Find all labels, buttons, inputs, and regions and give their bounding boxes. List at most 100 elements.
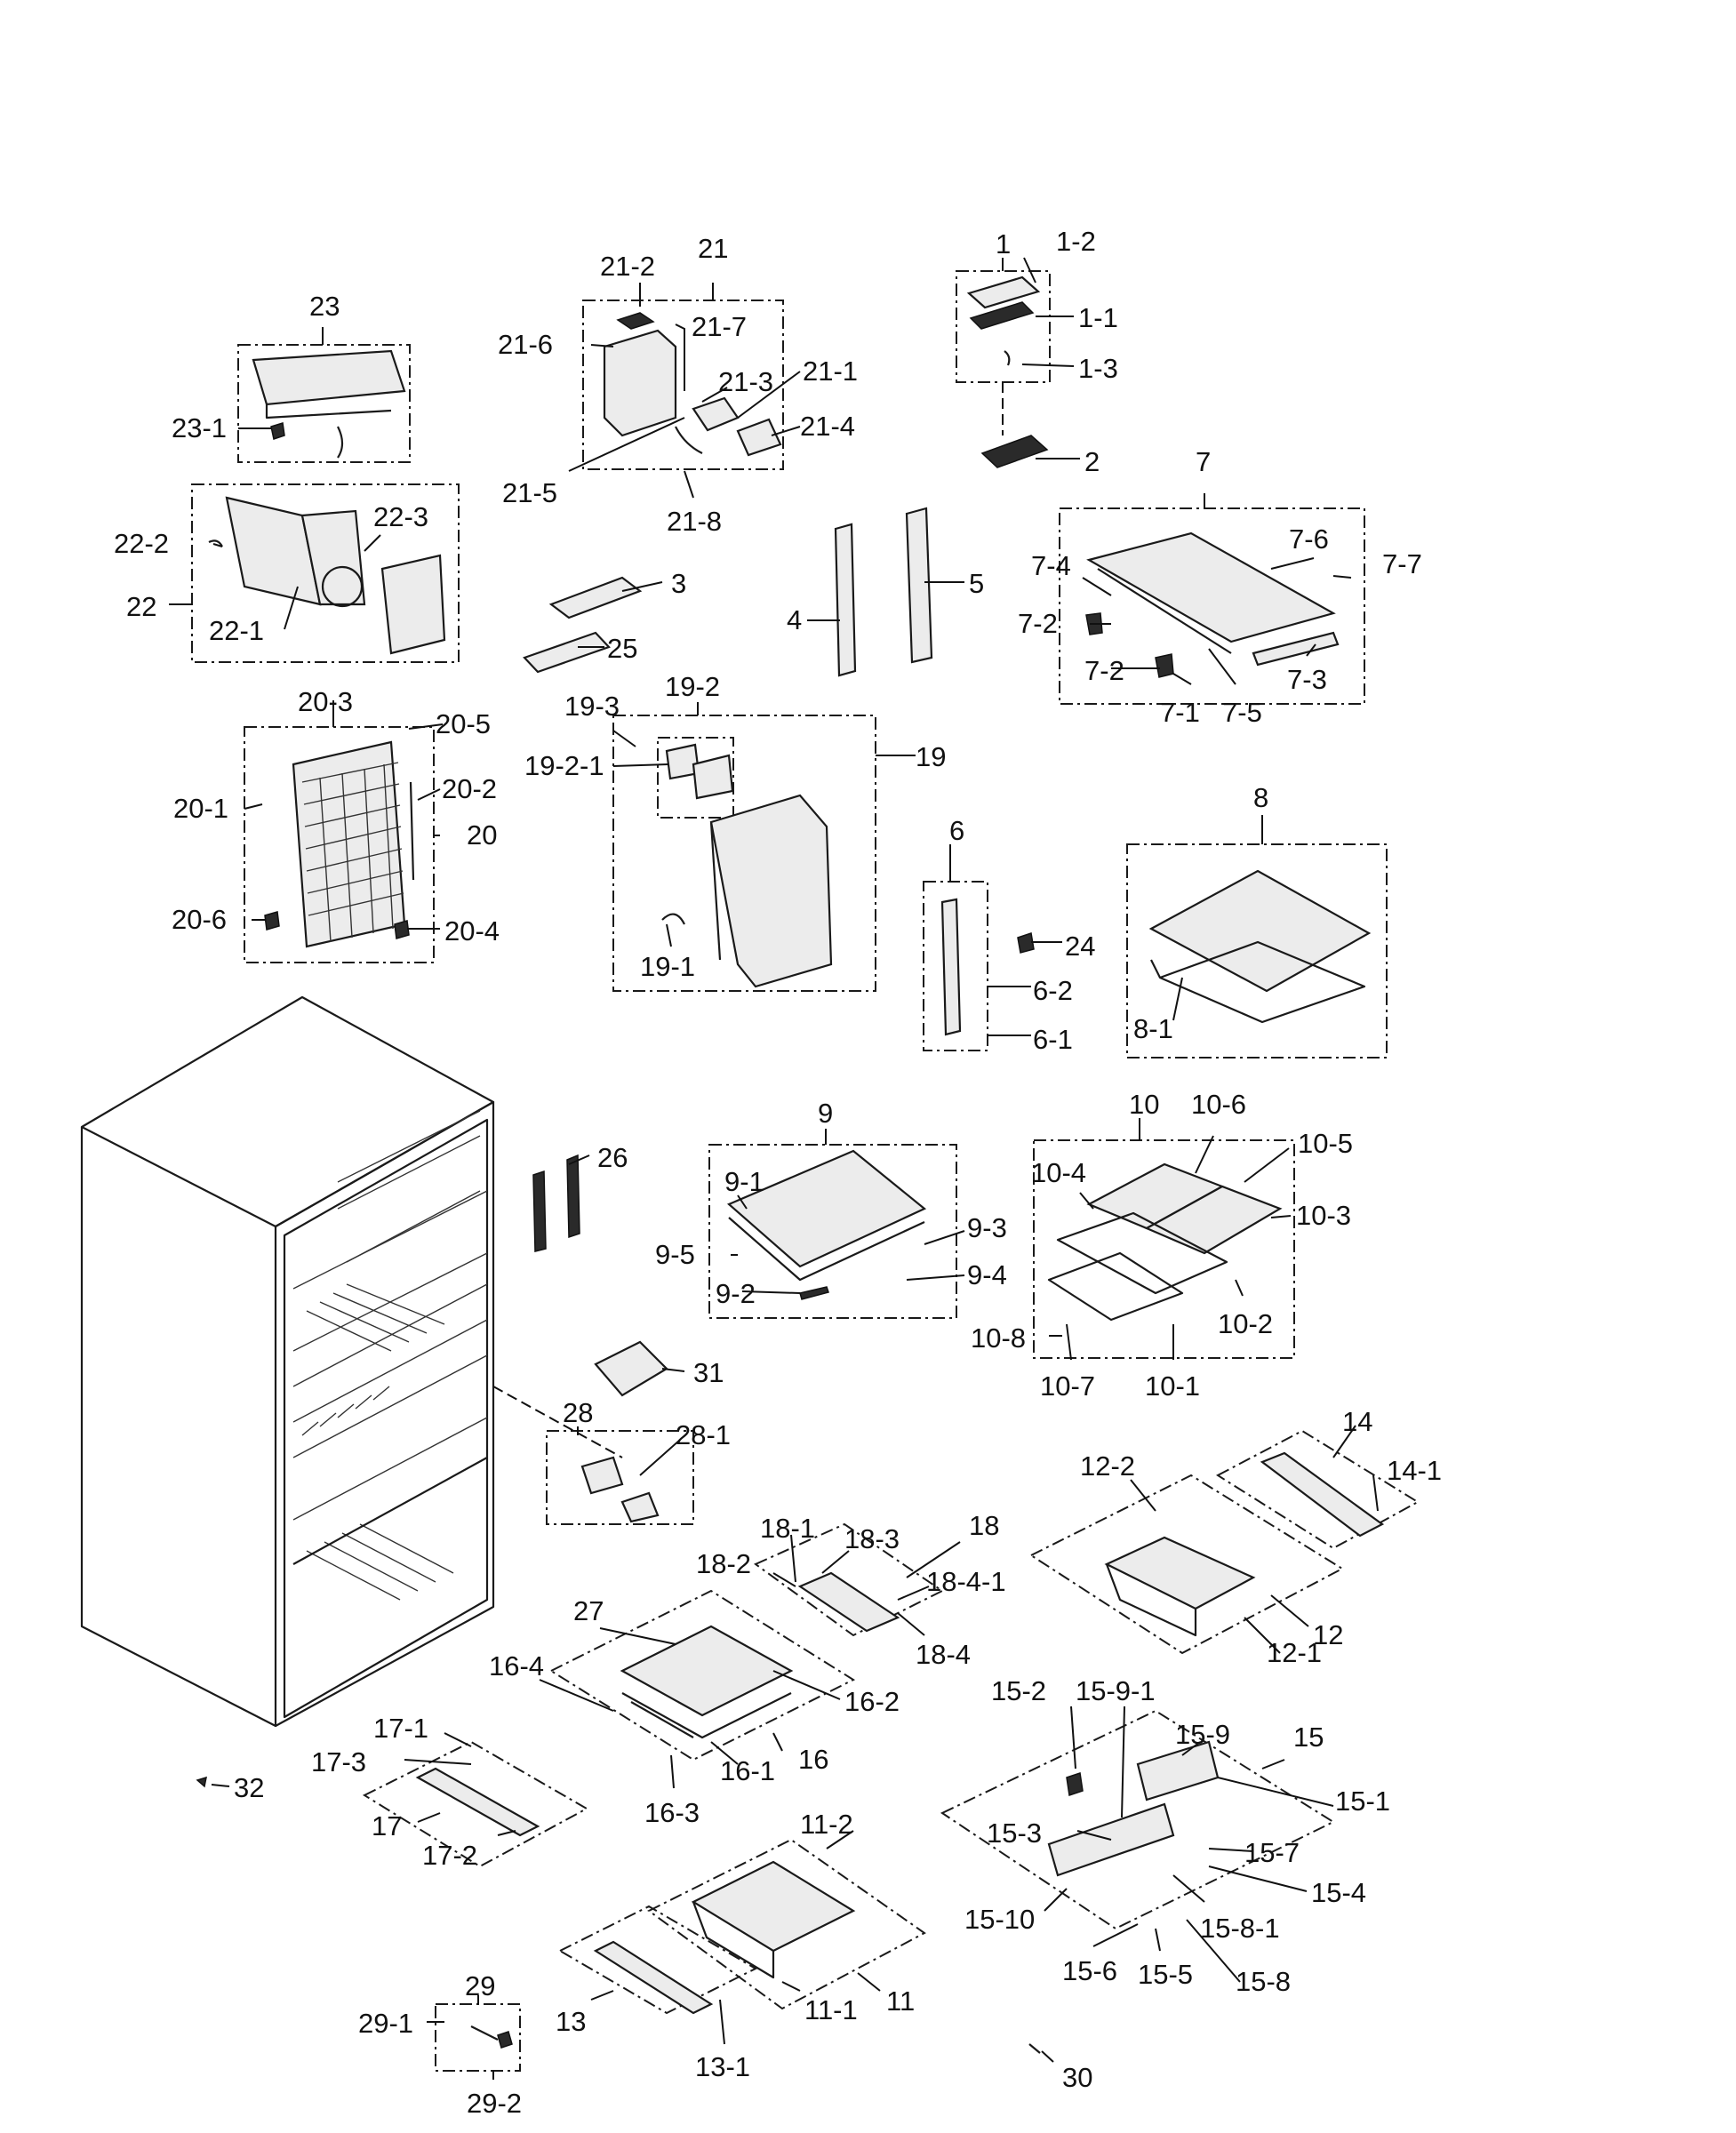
part-label-18-1: 18-1: [760, 1513, 815, 1544]
part-label-22-1: 22-1: [209, 615, 264, 646]
part-label-24: 24: [1065, 931, 1095, 962]
part-label-23-1: 23-1: [172, 412, 227, 443]
part-label-7: 7: [1196, 446, 1211, 477]
part-label-18-4: 18-4: [916, 1639, 971, 1670]
part-label-31: 31: [693, 1357, 724, 1388]
part-label-18-3: 18-3: [844, 1523, 900, 1554]
part-label-11: 11: [886, 1985, 915, 2017]
part-label-10-2: 10-2: [1218, 1308, 1273, 1339]
part-label-10-5: 10-5: [1298, 1128, 1353, 1159]
part-label-10-6: 10-6: [1191, 1089, 1246, 1120]
part-label-8-1: 8-1: [1133, 1013, 1173, 1044]
part-label-6-2: 6-2: [1033, 975, 1073, 1006]
part-label-21-1: 21-1: [803, 356, 858, 387]
part-label-7-2b: 7-2: [1084, 655, 1124, 686]
part-label-21-2: 21-2: [600, 251, 655, 282]
part-label-10-7: 10-7: [1040, 1370, 1095, 1402]
part-label-10: 10: [1129, 1089, 1159, 1120]
part-label-9-4: 9-4: [967, 1259, 1007, 1290]
part-label-19-2-1: 19-2-1: [524, 750, 604, 781]
part-label-26: 26: [597, 1142, 628, 1173]
part-label-19-3: 19-3: [564, 691, 620, 722]
part-label-20-4: 20-4: [444, 915, 500, 947]
part-label-15-6: 15-6: [1062, 1955, 1117, 1986]
part-label-15-8: 15-8: [1236, 1966, 1291, 1997]
part-label-10-8: 10-8: [971, 1322, 1026, 1354]
part-label-7-4: 7-4: [1031, 550, 1071, 581]
part-label-6: 6: [949, 815, 964, 846]
part-label-28-1: 28-1: [676, 1419, 731, 1450]
part-label-19-2: 19-2: [665, 671, 720, 702]
part-label-1-2: 1-2: [1056, 226, 1096, 257]
part-label-16-4: 16-4: [489, 1650, 544, 1682]
part-label-20: 20: [467, 819, 497, 851]
part-label-29-2: 29-2: [467, 2088, 522, 2119]
part-label-30: 30: [1062, 2062, 1092, 2093]
part-label-22-2: 22-2: [114, 528, 169, 559]
part-label-4: 4: [787, 604, 802, 635]
part-label-21-7: 21-7: [692, 311, 747, 342]
leader-lines: [169, 257, 1379, 2080]
part-label-7-3: 7-3: [1287, 664, 1327, 695]
part-label-13: 13: [556, 2006, 586, 2037]
part-label-17: 17: [372, 1810, 402, 1841]
part-label-20-1: 20-1: [173, 793, 228, 824]
part-label-15-4: 15-4: [1311, 1877, 1366, 1908]
part-label-29: 29: [465, 1970, 495, 2001]
part-label-20-6: 20-6: [172, 904, 227, 935]
part-label-14: 14: [1342, 1406, 1372, 1437]
part-label-15-3: 15-3: [987, 1817, 1042, 1849]
part-label-25: 25: [607, 633, 637, 664]
part-label-17-3: 17-3: [311, 1746, 366, 1778]
part-label-21-4: 21-4: [800, 411, 855, 442]
part-label-1-1: 1-1: [1078, 302, 1118, 333]
part-label-9-3: 9-3: [967, 1212, 1007, 1243]
part-label-17-1: 17-1: [373, 1713, 428, 1744]
part-label-21-5: 21-5: [502, 477, 557, 508]
part-label-22: 22: [126, 591, 156, 622]
part-label-7-5: 7-5: [1222, 697, 1262, 728]
part-label-14-1: 14-1: [1387, 1455, 1442, 1486]
part-label-28: 28: [563, 1397, 593, 1428]
part-label-32: 32: [234, 1772, 264, 1803]
part-label-21-8: 21-8: [667, 506, 722, 537]
part-label-9: 9: [818, 1098, 833, 1129]
part-label-16-3: 16-3: [644, 1797, 700, 1828]
part-label-18-4-1: 18-4-1: [926, 1566, 1006, 1597]
part-label-11-2: 11-2: [800, 1809, 853, 1840]
part-label-12-2: 12-2: [1080, 1450, 1135, 1482]
part-label-18: 18: [969, 1510, 999, 1541]
part-label-7-6: 7-6: [1289, 523, 1329, 555]
part-label-10-3: 10-3: [1296, 1200, 1351, 1231]
part-label-20-5: 20-5: [436, 708, 491, 739]
part-label-19: 19: [916, 741, 946, 772]
part-label-16-2: 16-2: [844, 1686, 900, 1717]
part-label-22-3: 22-3: [373, 501, 428, 532]
part-label-19-1: 19-1: [640, 951, 695, 982]
part-label-21: 21: [698, 233, 728, 264]
part-label-10-4: 10-4: [1031, 1157, 1086, 1188]
part-label-12: 12: [1313, 1619, 1343, 1650]
part-label-3: 3: [671, 568, 686, 599]
part-label-10-1: 10-1: [1145, 1370, 1200, 1402]
part-label-15-9: 15-9: [1175, 1719, 1230, 1750]
part-label-15-5: 15-5: [1138, 1959, 1193, 1990]
part-label-15-1: 15-1: [1335, 1785, 1390, 1817]
part-label-11-1: 11-1: [804, 1994, 858, 2025]
part-label-7-7: 7-7: [1382, 548, 1422, 579]
part-label-7-2a: 7-2: [1018, 608, 1058, 639]
part-label-17-2: 17-2: [422, 1840, 477, 1871]
part-label-21-3: 21-3: [718, 366, 773, 397]
part-label-15-10: 15-10: [964, 1904, 1035, 1935]
part-label-13-1: 13-1: [695, 2051, 750, 2082]
part-label-15-8-1: 15-8-1: [1200, 1913, 1280, 1944]
part-label-15: 15: [1293, 1722, 1324, 1753]
part-label-23: 23: [309, 291, 340, 322]
part-label-20-3: 20-3: [298, 686, 353, 717]
part-label-7-1: 7-1: [1160, 697, 1200, 728]
part-label-9-5: 9-5: [655, 1239, 695, 1270]
part-label-1: 1: [996, 228, 1011, 260]
part-label-15-7: 15-7: [1244, 1837, 1300, 1868]
